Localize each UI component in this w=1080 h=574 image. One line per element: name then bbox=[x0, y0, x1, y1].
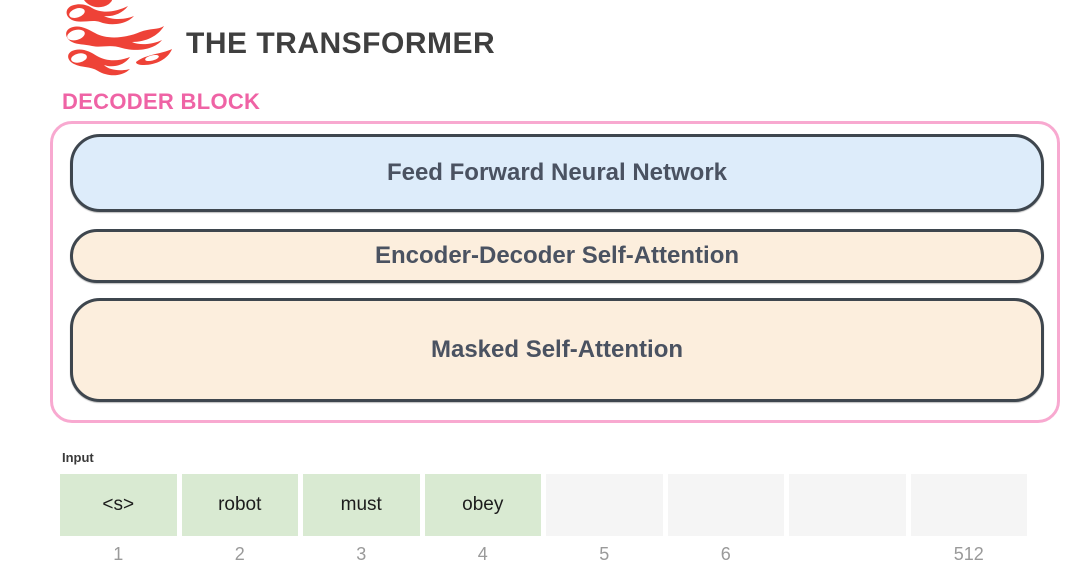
position-number: 4 bbox=[477, 544, 488, 564]
position-number: 1 bbox=[113, 544, 124, 564]
token-cell bbox=[789, 474, 906, 536]
decoder-block-container: Feed Forward Neural Network Encoder-Deco… bbox=[50, 121, 1060, 423]
position-number: 5 bbox=[599, 544, 610, 564]
layer-masked-self-attention: Masked Self-Attention bbox=[70, 298, 1044, 402]
position-number: 3 bbox=[356, 544, 367, 564]
position-number-row: 1 2 3 4 5 6 512 bbox=[60, 544, 1027, 565]
position-number: 2 bbox=[234, 544, 245, 564]
token-cell: must bbox=[303, 474, 420, 536]
token-cell: robot bbox=[181, 474, 298, 536]
position-number bbox=[789, 544, 906, 565]
decoder-block-heading: DECODER BLOCK bbox=[62, 89, 261, 114]
layer-feed-forward: Feed Forward Neural Network bbox=[70, 134, 1044, 212]
position-number: 512 bbox=[953, 544, 984, 564]
layer-encoder-decoder-attention: Encoder-Decoder Self-Attention bbox=[70, 229, 1044, 283]
input-label: Input bbox=[62, 450, 94, 465]
input-token-row: <s> robot must obey bbox=[60, 474, 1027, 536]
token-cell: <s> bbox=[60, 474, 177, 536]
token-cell bbox=[546, 474, 663, 536]
position-number: 6 bbox=[720, 544, 731, 564]
token-cell bbox=[667, 474, 784, 536]
page-title: THE TRANSFORMER bbox=[186, 27, 496, 60]
token-cell: obey bbox=[424, 474, 541, 536]
token-cell bbox=[910, 474, 1027, 536]
flame-logo-icon bbox=[66, 0, 172, 76]
